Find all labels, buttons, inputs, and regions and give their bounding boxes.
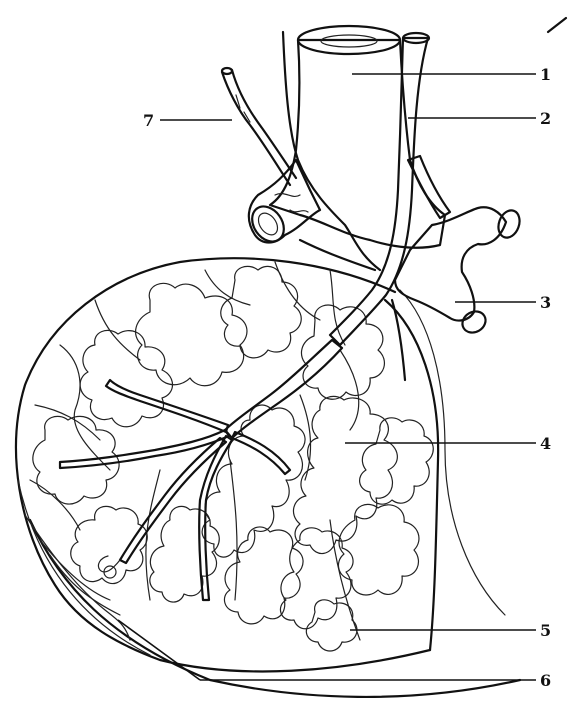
- label-7: 7: [143, 111, 154, 130]
- vessel-opening: [459, 307, 490, 336]
- vessel-opening: [246, 200, 291, 247]
- alveolar-cluster: [301, 305, 384, 399]
- label-4: 4: [540, 434, 551, 453]
- lobule-outline: [16, 258, 520, 697]
- label-1: 1: [540, 65, 551, 84]
- leader-lines: [118, 74, 536, 680]
- alveolar-cluster: [280, 528, 353, 629]
- label-5: 5: [540, 621, 551, 640]
- pen-mark: [548, 18, 566, 32]
- alveolar-cluster: [80, 330, 172, 426]
- interlobular-septa: [30, 262, 360, 640]
- label-2: 2: [540, 109, 551, 128]
- label-3: 3: [540, 293, 551, 312]
- vessel-wall-lines: [283, 32, 405, 380]
- alveolar-cluster: [71, 506, 148, 583]
- bronchiole-tree: [60, 380, 290, 600]
- label-6: 6: [540, 671, 551, 690]
- alveolar-cluster: [293, 396, 397, 553]
